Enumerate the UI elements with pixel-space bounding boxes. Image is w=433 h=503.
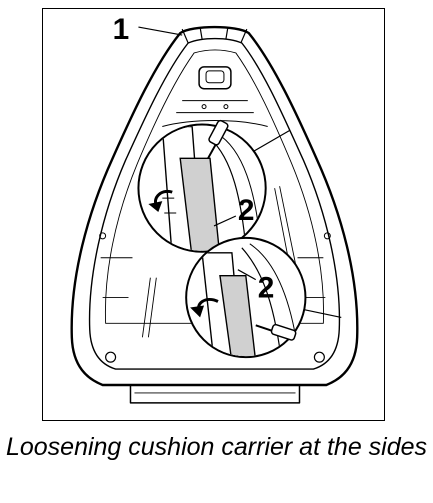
seat-illustration: 1 2 [70,13,359,404]
figure-caption: Loosening cushion carrier at the sides [5,433,428,461]
lower-detail-view: 2 [185,236,307,359]
rotation-arrow-icon [190,297,219,318]
screwdriver-icon [207,119,229,159]
screwdriver-icon [255,323,297,341]
rotation-arrow-icon [148,189,173,213]
callout-2-lower-label: 2 [258,272,275,305]
figure-frame: 1 2 [42,8,385,421]
upper-detail-view: 2 [137,119,267,253]
callout-1-label: 1 [113,13,130,46]
callout-1: 1 [113,13,183,46]
callout-2-upper-label: 2 [238,194,255,227]
seat-outline [70,25,359,404]
